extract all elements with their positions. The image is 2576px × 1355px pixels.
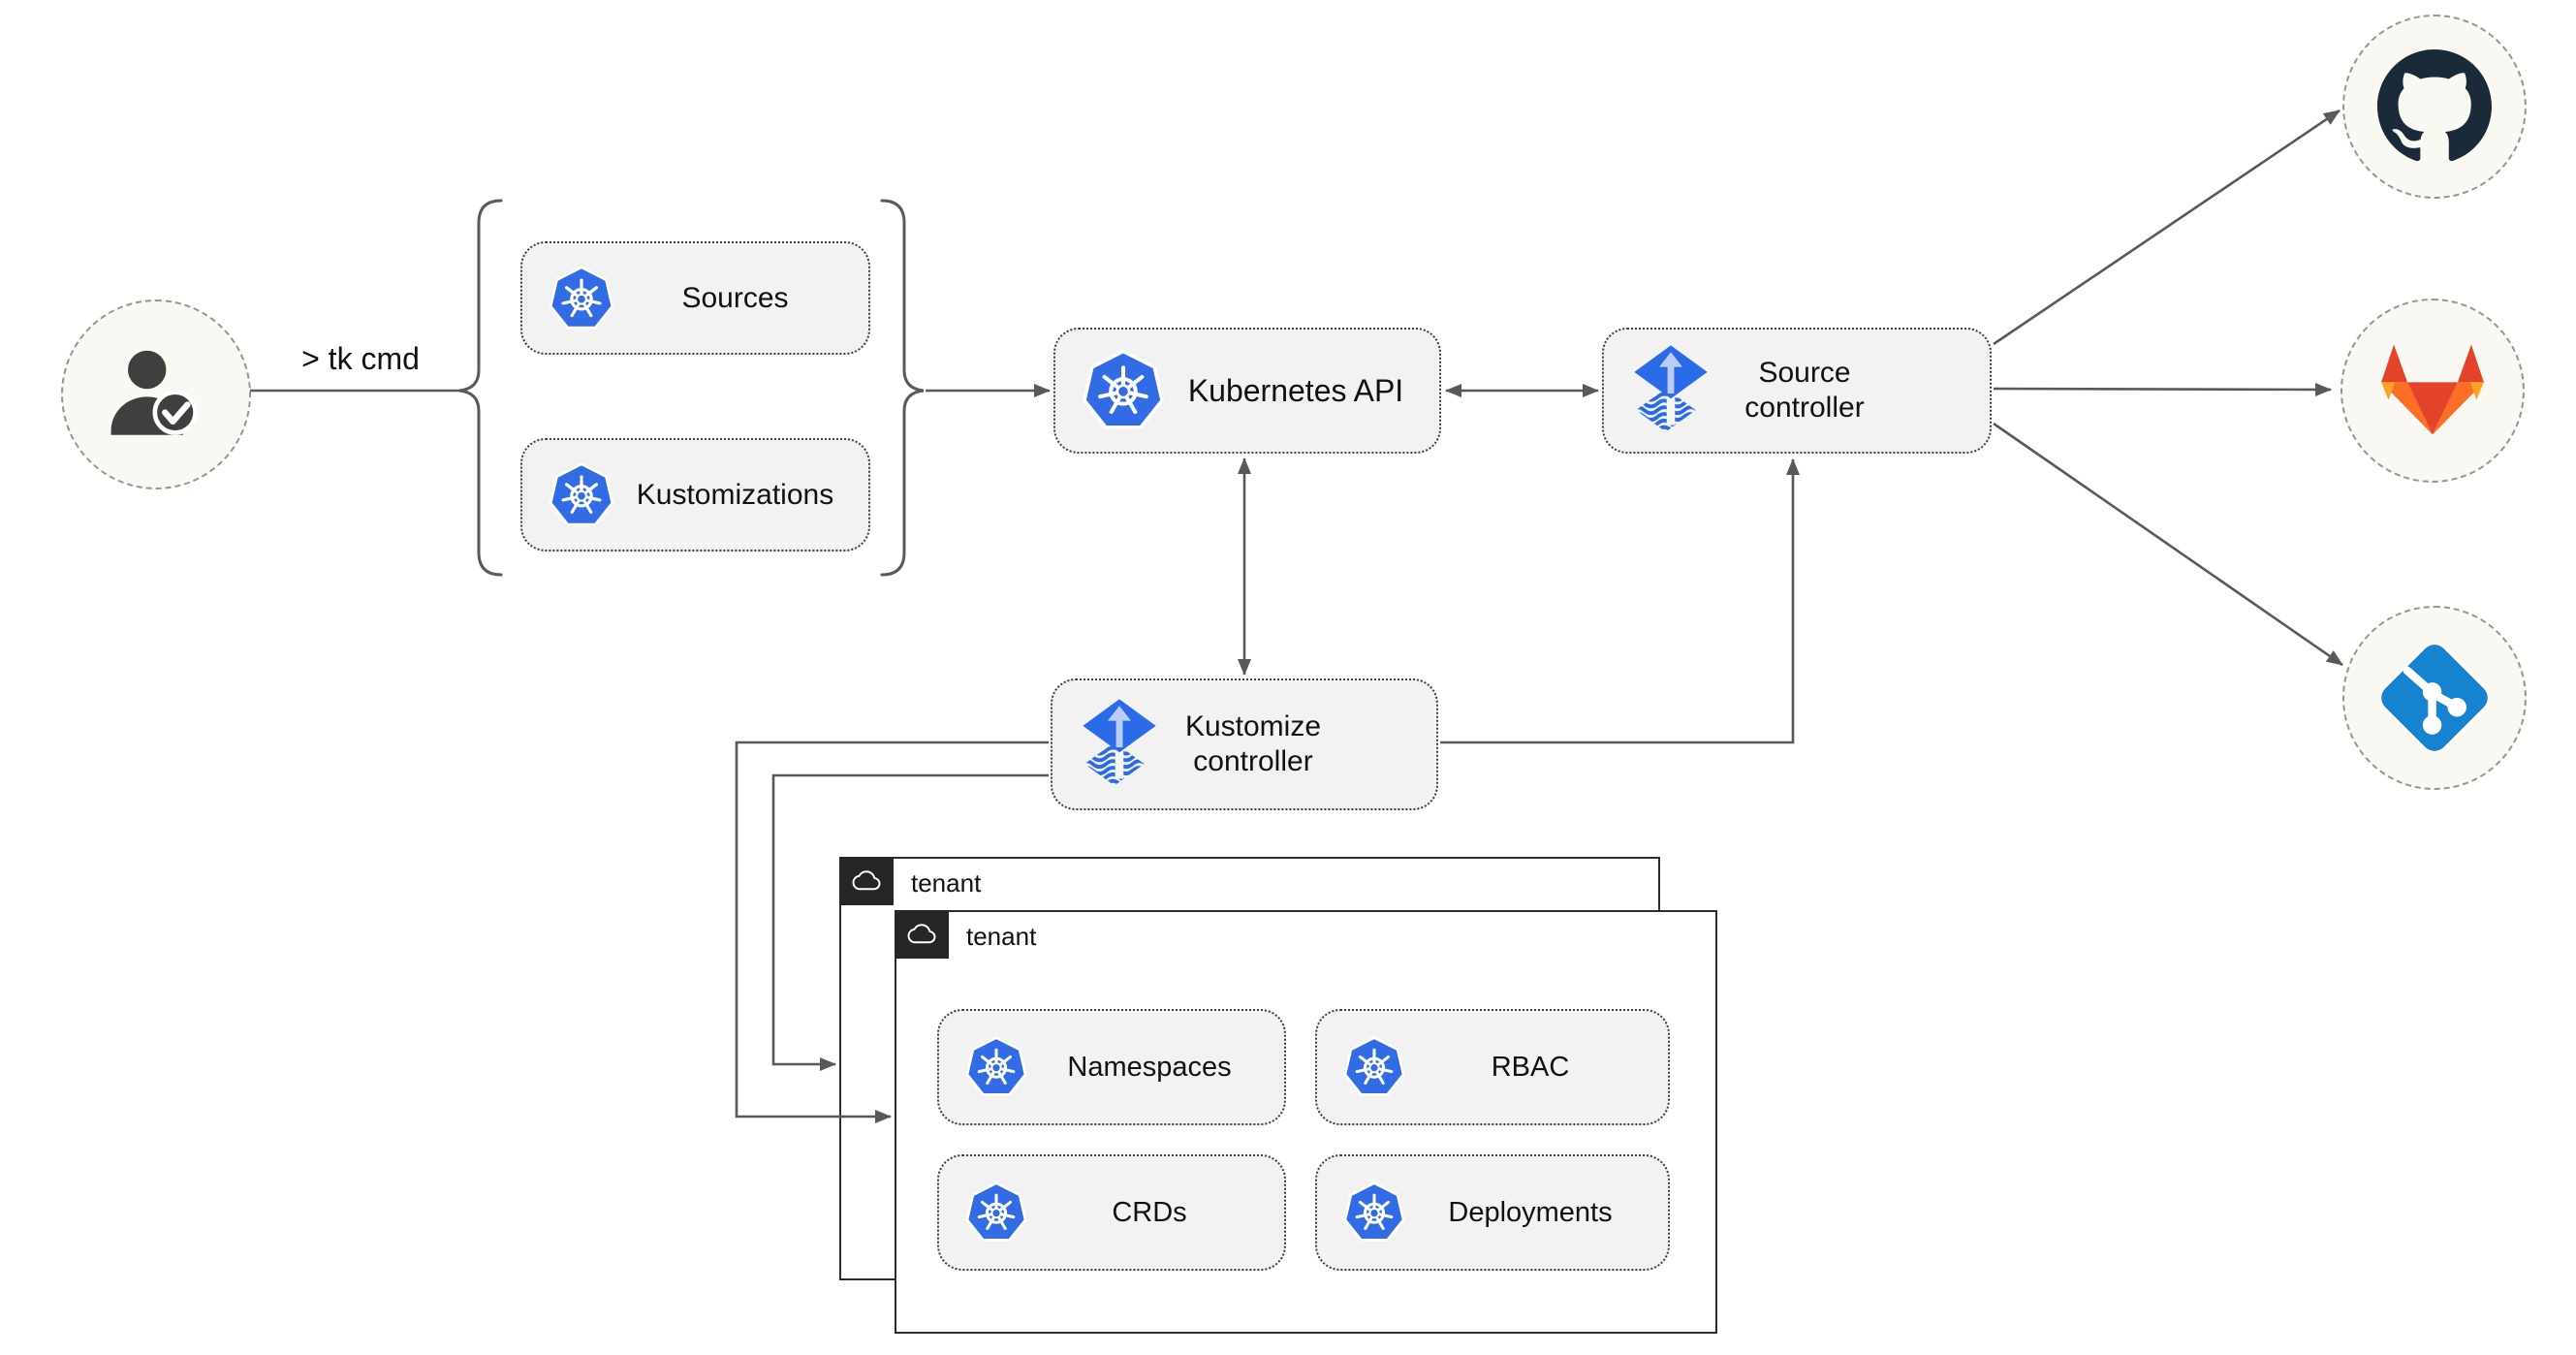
github-icon xyxy=(2377,49,2492,164)
arrow-source-to-github xyxy=(1993,109,2340,346)
gitlab-circle xyxy=(2340,299,2525,483)
cloud-icon xyxy=(848,867,885,896)
kubernetes-icon xyxy=(1081,348,1166,433)
sources-label: Sources xyxy=(681,281,789,314)
kubernetes-icon xyxy=(548,461,615,529)
rbac-box: RBAC xyxy=(1315,1009,1670,1125)
arrow-source-to-gitlab xyxy=(1993,382,2332,396)
kubernetes-icon xyxy=(1342,1181,1406,1245)
deployments-box: Deployments xyxy=(1315,1154,1670,1271)
kubernetes-icon xyxy=(964,1181,1028,1245)
crds-box: CRDs xyxy=(937,1154,1286,1271)
cloud-icon xyxy=(903,920,940,949)
kubernetes-icon xyxy=(1342,1035,1406,1099)
namespaces-box: Namespaces xyxy=(937,1009,1286,1125)
tenant-label: tenant xyxy=(966,922,1037,951)
kustomizations-box: Kustomizations xyxy=(520,438,870,551)
right-brace xyxy=(880,199,925,577)
kustomize-controller-label: Kustomize controller xyxy=(1184,710,1322,777)
git-icon xyxy=(2375,639,2494,757)
user-check-icon xyxy=(100,338,212,451)
kubernetes-icon xyxy=(548,265,615,332)
kubernetes-api-label: Kubernetes API xyxy=(1187,372,1404,408)
source-controller-box: Source controller xyxy=(1602,328,1992,454)
kubernetes-icon xyxy=(964,1035,1028,1099)
kustomizations-label: Kustomizations xyxy=(636,478,834,511)
deployments-label: Deployments xyxy=(1448,1196,1613,1228)
flux-icon xyxy=(1078,696,1161,794)
github-circle xyxy=(2342,15,2527,199)
git-circle xyxy=(2342,606,2527,790)
left-brace xyxy=(458,199,503,577)
tenant-tab xyxy=(838,856,894,905)
rbac-label: RBAC xyxy=(1491,1051,1570,1083)
kustomize-controller-box: Kustomize controller xyxy=(1051,678,1438,810)
source-controller-label: Source controller xyxy=(1744,357,1865,424)
tk-cmd-label: > tk cmd xyxy=(301,341,420,376)
sources-box: Sources xyxy=(520,241,870,355)
flux-icon xyxy=(1629,342,1712,440)
gitlab-icon xyxy=(2380,342,2485,439)
tenant-label: tenant xyxy=(911,868,982,898)
tenant-box-front: tenant Namespaces RBAC CRDs Deployments xyxy=(894,909,1717,1334)
arrow-source-to-git xyxy=(1993,422,2343,667)
kubernetes-api-box: Kubernetes API xyxy=(1053,328,1441,454)
arrow-kustomize-to-source xyxy=(1440,458,1800,744)
namespaces-label: Namespaces xyxy=(1067,1051,1232,1083)
crds-label: CRDs xyxy=(1112,1196,1187,1228)
user-circle xyxy=(61,299,251,489)
tenant-tab xyxy=(894,909,949,959)
